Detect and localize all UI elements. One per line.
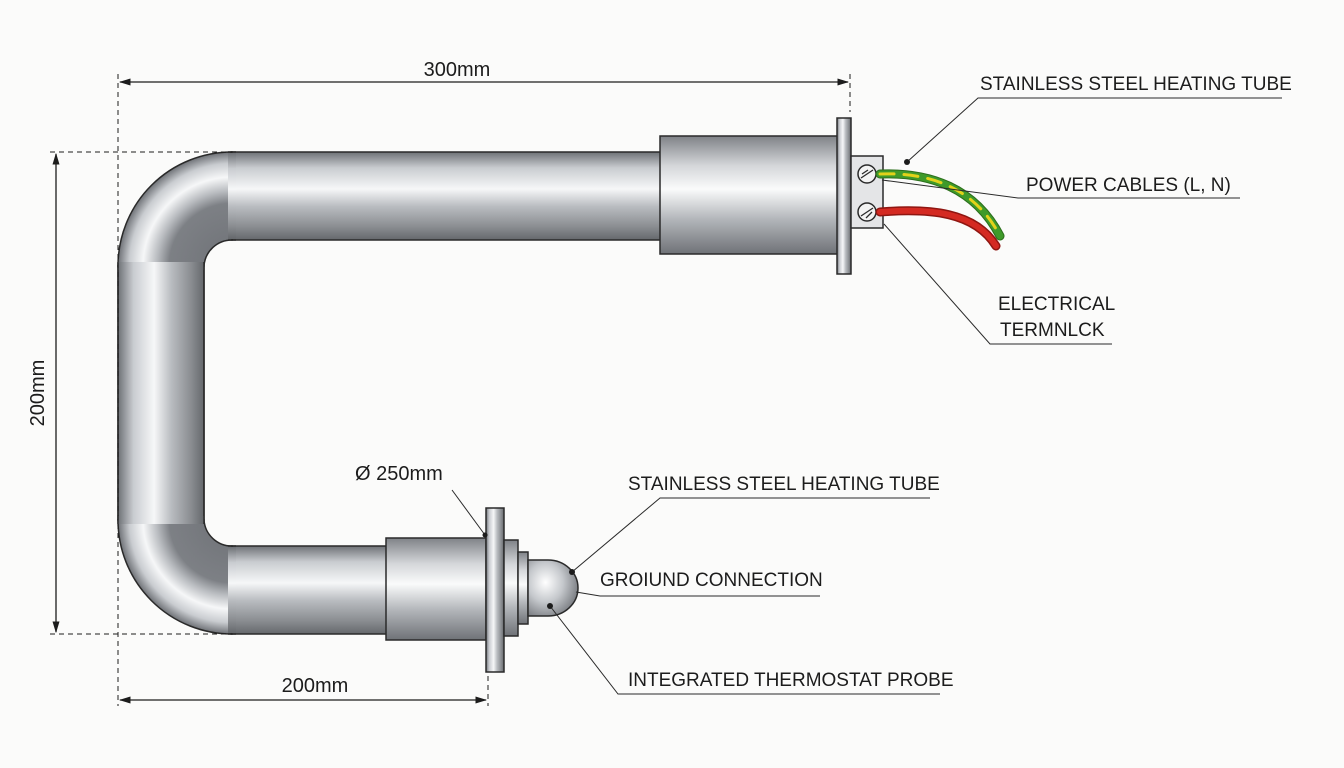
leader-lines — [451, 97, 1282, 695]
tube-vertical-section — [117, 265, 205, 521]
callout-terminal-line1: ELECTRICAL — [998, 294, 1115, 315]
callout-thermostat: INTEGRATED THERMOSTAT PROBE — [628, 670, 954, 691]
callout-terminal-line2: TERMNLCK — [1000, 320, 1105, 341]
dim-bottom-width: 200mm — [282, 675, 349, 697]
tube-bottom-bend — [117, 519, 233, 635]
heating-tube — [117, 151, 665, 635]
callout-top-tube: STAINLESS STEEL HEATING TUBE — [980, 74, 1292, 95]
bottom-fitting — [385, 507, 579, 673]
tube-bottom-section — [231, 545, 393, 635]
callout-bottom-tube: STAINLESS STEEL HEATING TUBE — [628, 474, 940, 495]
dim-top-width: 300mm — [424, 59, 491, 81]
dim-height: 200mm — [27, 360, 49, 427]
callout-power-cables: POWER CABLES (L, N) — [1026, 175, 1231, 196]
tube-top-bend — [117, 151, 233, 267]
power-cables — [875, 169, 1005, 251]
bottom-flange — [485, 507, 505, 673]
top-fitting — [659, 117, 884, 275]
tube-top-section — [231, 151, 665, 241]
thermostat-probe — [527, 559, 579, 617]
callout-ground: GROIUND CONNECTION — [600, 570, 823, 591]
dim-diameter: Ø 250mm — [355, 463, 443, 485]
dimension-lines — [50, 74, 851, 706]
top-flange — [836, 117, 852, 275]
